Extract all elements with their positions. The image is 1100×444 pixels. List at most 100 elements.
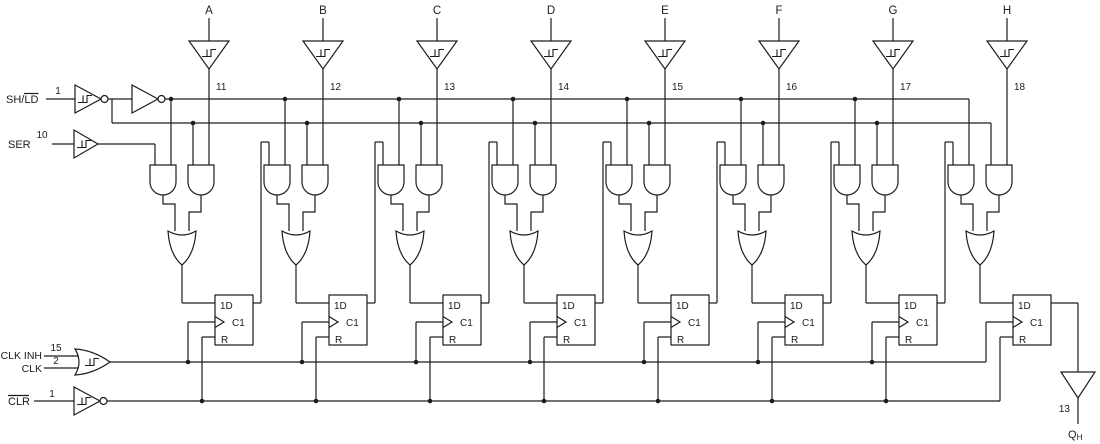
ff-reset-label: R <box>677 335 684 346</box>
junction-dot <box>874 120 880 126</box>
and-gate-shift <box>491 164 519 196</box>
shape <box>960 195 974 231</box>
bus-lines <box>107 98 1000 402</box>
schmitt-hysteresis-icon <box>886 48 900 58</box>
shape <box>618 195 632 231</box>
or-gate <box>395 229 425 266</box>
or-gate <box>623 229 653 266</box>
schmitt-buffer-icon <box>301 40 345 71</box>
parallel-input-label: G <box>889 5 898 17</box>
and-gate-load <box>415 164 443 196</box>
junction-dot <box>304 120 310 126</box>
parallel-input-label: E <box>661 5 669 17</box>
shape <box>872 195 886 231</box>
ser-pin-label: SER <box>8 139 31 151</box>
junction-dot <box>760 120 766 126</box>
parallel-input-label: A <box>205 5 213 17</box>
shape <box>188 195 202 231</box>
junction-dot <box>510 96 516 102</box>
schmitt-inverter-icon <box>74 83 103 115</box>
buffer-number: 15 <box>672 82 684 93</box>
and-gate-shift <box>833 164 861 196</box>
output-buffer-icon <box>1059 371 1097 400</box>
junction-dot <box>413 359 419 365</box>
ff-clock-triangle-icon <box>328 315 340 329</box>
junction-dot <box>199 398 205 404</box>
junction-dot <box>282 96 288 102</box>
schmitt-hysteresis-icon <box>772 48 786 58</box>
schmitt-hysteresis-icon <box>85 357 99 367</box>
shape <box>276 195 290 231</box>
and-gate-load <box>871 164 899 196</box>
and-gate-shift <box>719 164 747 196</box>
and-gate-shift <box>149 164 177 196</box>
inverter-bubble-icon <box>100 94 109 104</box>
schmitt-buffer-icon <box>187 40 231 71</box>
ff-d-label: 1D <box>334 301 347 312</box>
shape <box>504 195 518 231</box>
or-gate <box>281 229 311 266</box>
ff-clock-label: C1 <box>346 318 359 329</box>
output-label-subscript: H <box>1077 433 1083 442</box>
ff-clock-triangle-icon <box>670 315 682 329</box>
ff-clock-label: C1 <box>802 318 815 329</box>
and-gate-load <box>301 164 329 196</box>
junction-dot <box>883 398 889 404</box>
or-gate <box>509 229 539 266</box>
junction-dot <box>418 120 424 126</box>
junction-dot <box>190 120 196 126</box>
junction-dot <box>185 359 191 365</box>
or-gate <box>737 229 767 266</box>
junction-dot <box>427 398 433 404</box>
shape <box>758 195 772 231</box>
shape <box>846 195 860 231</box>
parallel-input-label: H <box>1003 5 1011 17</box>
schmitt-buffer-icon <box>985 40 1029 71</box>
clk-inh-pin-label: CLK INH <box>1 350 42 362</box>
inverter-bubble-icon <box>157 94 166 104</box>
or-gate <box>851 229 881 266</box>
junction-dot <box>168 96 174 102</box>
clk-inh-pin-number: 15 <box>50 343 62 354</box>
junction-dot <box>755 359 761 365</box>
schmitt-hysteresis-icon <box>430 48 444 58</box>
ff-clock-triangle-icon <box>556 315 568 329</box>
ff-reset-label: R <box>791 335 798 346</box>
junction-dot <box>769 398 775 404</box>
ff-d-label: 1D <box>448 301 461 312</box>
ff-clock-triangle-icon <box>898 315 910 329</box>
junction-dot <box>541 398 547 404</box>
shape <box>162 195 176 231</box>
or-gate <box>965 229 995 266</box>
parallel-input-label: F <box>775 5 782 17</box>
and-gate-shift <box>947 164 975 196</box>
parallel-input-label: D <box>547 5 555 17</box>
junction-dot <box>624 96 630 102</box>
junction-dot <box>532 120 538 126</box>
parallel-input-label: C <box>433 5 441 17</box>
inverter-icon <box>131 83 160 115</box>
schmitt-hysteresis-icon <box>658 48 672 58</box>
and-gate-load <box>187 164 215 196</box>
and-gate-load <box>643 164 671 196</box>
junction-dot <box>738 96 744 102</box>
and-gate-shift <box>605 164 633 196</box>
buffer-number: 11 <box>216 82 227 93</box>
schmitt-hysteresis-icon <box>316 48 330 58</box>
shape <box>530 195 544 231</box>
junction-dot <box>641 359 647 365</box>
clr-pin-label: CLR <box>8 396 30 408</box>
ff-clock-label: C1 <box>916 318 929 329</box>
ff-reset-label: R <box>335 335 342 346</box>
shape <box>416 195 430 231</box>
